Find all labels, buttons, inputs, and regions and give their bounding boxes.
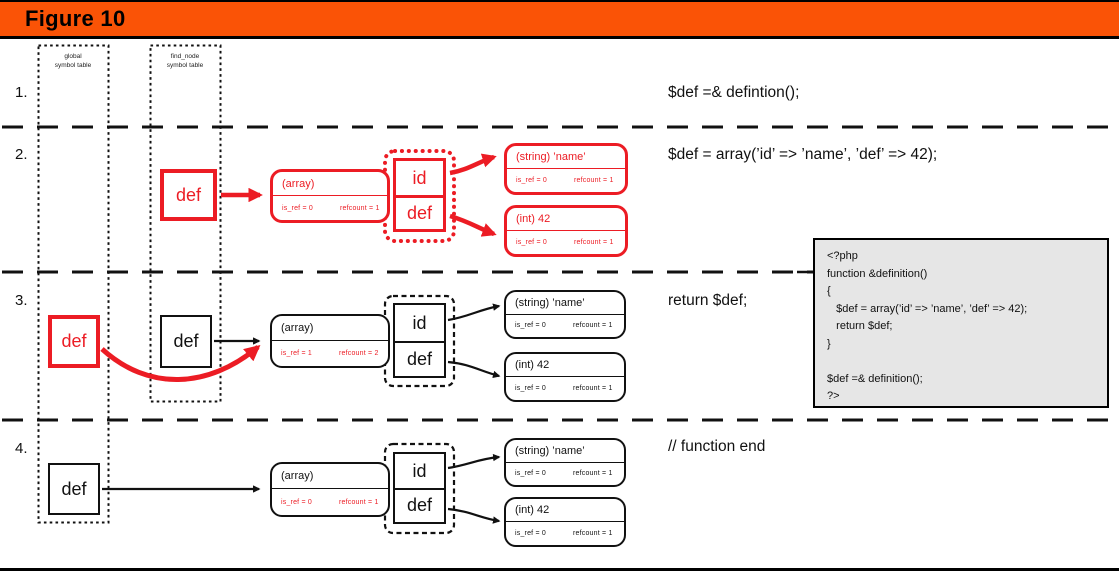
row3-key-def-box: def bbox=[393, 340, 446, 378]
figure-header: Figure 10 bbox=[0, 0, 1119, 39]
row2-key-id-box: id bbox=[393, 158, 446, 198]
figure-title: Figure 10 bbox=[25, 6, 126, 31]
code-line: $def = array(’id’ => ’name’, ’def’ => 42… bbox=[827, 302, 1028, 315]
row3-int-meta: is_ref = 0 refcount = 1 bbox=[515, 385, 613, 393]
row3-array-type: (array) bbox=[281, 322, 314, 334]
row4-string-zval-box: (string) ’name’ is_ref = 0 refcount = 1 bbox=[504, 438, 626, 487]
row4-int-type: (int) 42 bbox=[515, 504, 550, 517]
row3-string-meta: is_ref = 0 refcount = 1 bbox=[515, 322, 613, 330]
row4-int-meta: is_ref = 0 refcount = 1 bbox=[515, 530, 613, 538]
row3-arrow-id-to-string bbox=[447, 303, 501, 322]
step1-code: $def =& defintion(); bbox=[668, 84, 800, 101]
row4-array-meta: is_ref = 0 refcount = 1 bbox=[281, 498, 379, 506]
row4-string-meta: is_ref = 0 refcount = 1 bbox=[515, 470, 613, 478]
row3-int-type: (int) 42 bbox=[515, 359, 550, 372]
step-number-2: 2. bbox=[15, 146, 28, 163]
row2-def-variable-box: def bbox=[160, 169, 217, 221]
row4-key-container bbox=[383, 442, 456, 535]
code-line: function &definition() bbox=[827, 267, 928, 280]
row3-arrow-def-to-int bbox=[447, 360, 501, 379]
row2-int-zval-box: (int) 42 is_ref = 0 refcount = 1 bbox=[504, 205, 628, 257]
code-line: $def =& definition(); bbox=[827, 372, 923, 385]
row2-string-zval-box: (string) ’name’ is_ref = 0 refcount = 1 bbox=[504, 143, 628, 195]
row4-arrow-def-to-int bbox=[447, 507, 501, 524]
step2-code: $def = array(’id’ => ’name’, ’def’ => 42… bbox=[668, 146, 938, 163]
row4-array-zval-box: (array) is_ref = 0 refcount = 1 bbox=[270, 462, 390, 517]
row2-arrow-def-to-int bbox=[449, 213, 497, 237]
code-line bbox=[827, 353, 1095, 371]
row2-array-type: (array) bbox=[282, 177, 315, 190]
row3-arrow-global-def-to-array bbox=[100, 344, 261, 382]
step-number-1: 1. bbox=[15, 84, 28, 101]
code-line: <?php bbox=[827, 250, 858, 262]
php-source-code-box: <?php function &definition() { $def = ar… bbox=[813, 238, 1109, 408]
row4-int-zval-box: (int) 42 is_ref = 0 refcount = 1 bbox=[504, 497, 626, 547]
find-node-symbol-table-column bbox=[149, 44, 222, 403]
row2-int-type: (int) 42 bbox=[516, 213, 551, 226]
global-symbol-table-column bbox=[37, 44, 110, 524]
row3-string-type: (string) ’name’ bbox=[515, 296, 585, 309]
row4-arrow-id-to-string bbox=[447, 453, 501, 470]
row3-global-def-variable-box: def bbox=[48, 315, 100, 368]
row3-array-meta: is_ref = 1 refcount = 2 bbox=[281, 350, 379, 357]
code-line: ?> bbox=[827, 390, 840, 402]
code-line: return $def; bbox=[827, 320, 893, 332]
row2-int-meta: is_ref = 0 refcount = 1 bbox=[516, 239, 614, 247]
row2-arrow-id-to-string bbox=[449, 153, 497, 176]
row4-global-def-variable-box: def bbox=[48, 463, 100, 515]
row3-key-id-box: id bbox=[393, 303, 446, 343]
row2-string-type: (string) ’name’ bbox=[516, 151, 586, 164]
row4-key-stack: id def bbox=[393, 452, 446, 524]
row3-string-zval-box: (string) ’name’ is_ref = 0 refcount = 1 bbox=[504, 290, 626, 339]
find-node-symbol-table-label: find_node symbol table bbox=[166, 53, 204, 69]
row4-string-type: (string) ’name’ bbox=[515, 444, 585, 457]
code-line: } bbox=[827, 337, 831, 350]
row3-findnode-def-variable-box: def bbox=[160, 315, 212, 368]
row2-array-zval-box: (array) is_ref = 0 refcount = 1 bbox=[270, 169, 390, 223]
row2-key-def-box: def bbox=[393, 194, 446, 232]
code-line: { bbox=[827, 285, 831, 297]
step3-code: return $def; bbox=[668, 292, 748, 309]
row3-key-container bbox=[383, 294, 456, 388]
row3-int-zval-box: (int) 42 is_ref = 0 refcount = 1 bbox=[504, 352, 626, 402]
step4-code: // function end bbox=[668, 438, 766, 455]
row4-key-id-box: id bbox=[393, 452, 446, 490]
row3-key-stack: id def bbox=[393, 303, 446, 378]
row3-array-zval-box: (array) is_ref = 1 refcount = 2 bbox=[270, 314, 390, 368]
step-number-4: 4. bbox=[15, 440, 28, 457]
step-number-3: 3. bbox=[15, 292, 28, 309]
row4-key-def-box: def bbox=[393, 487, 446, 524]
row2-array-divider bbox=[273, 195, 387, 197]
row2-array-meta: is_ref = 0 refcount = 1 bbox=[282, 204, 380, 212]
row2-key-stack: id def bbox=[393, 158, 446, 232]
row4-array-type: (array) bbox=[281, 470, 314, 483]
global-symbol-table-label: global symbol table bbox=[54, 53, 92, 69]
row2-string-meta: is_ref = 0 refcount = 1 bbox=[516, 177, 614, 185]
